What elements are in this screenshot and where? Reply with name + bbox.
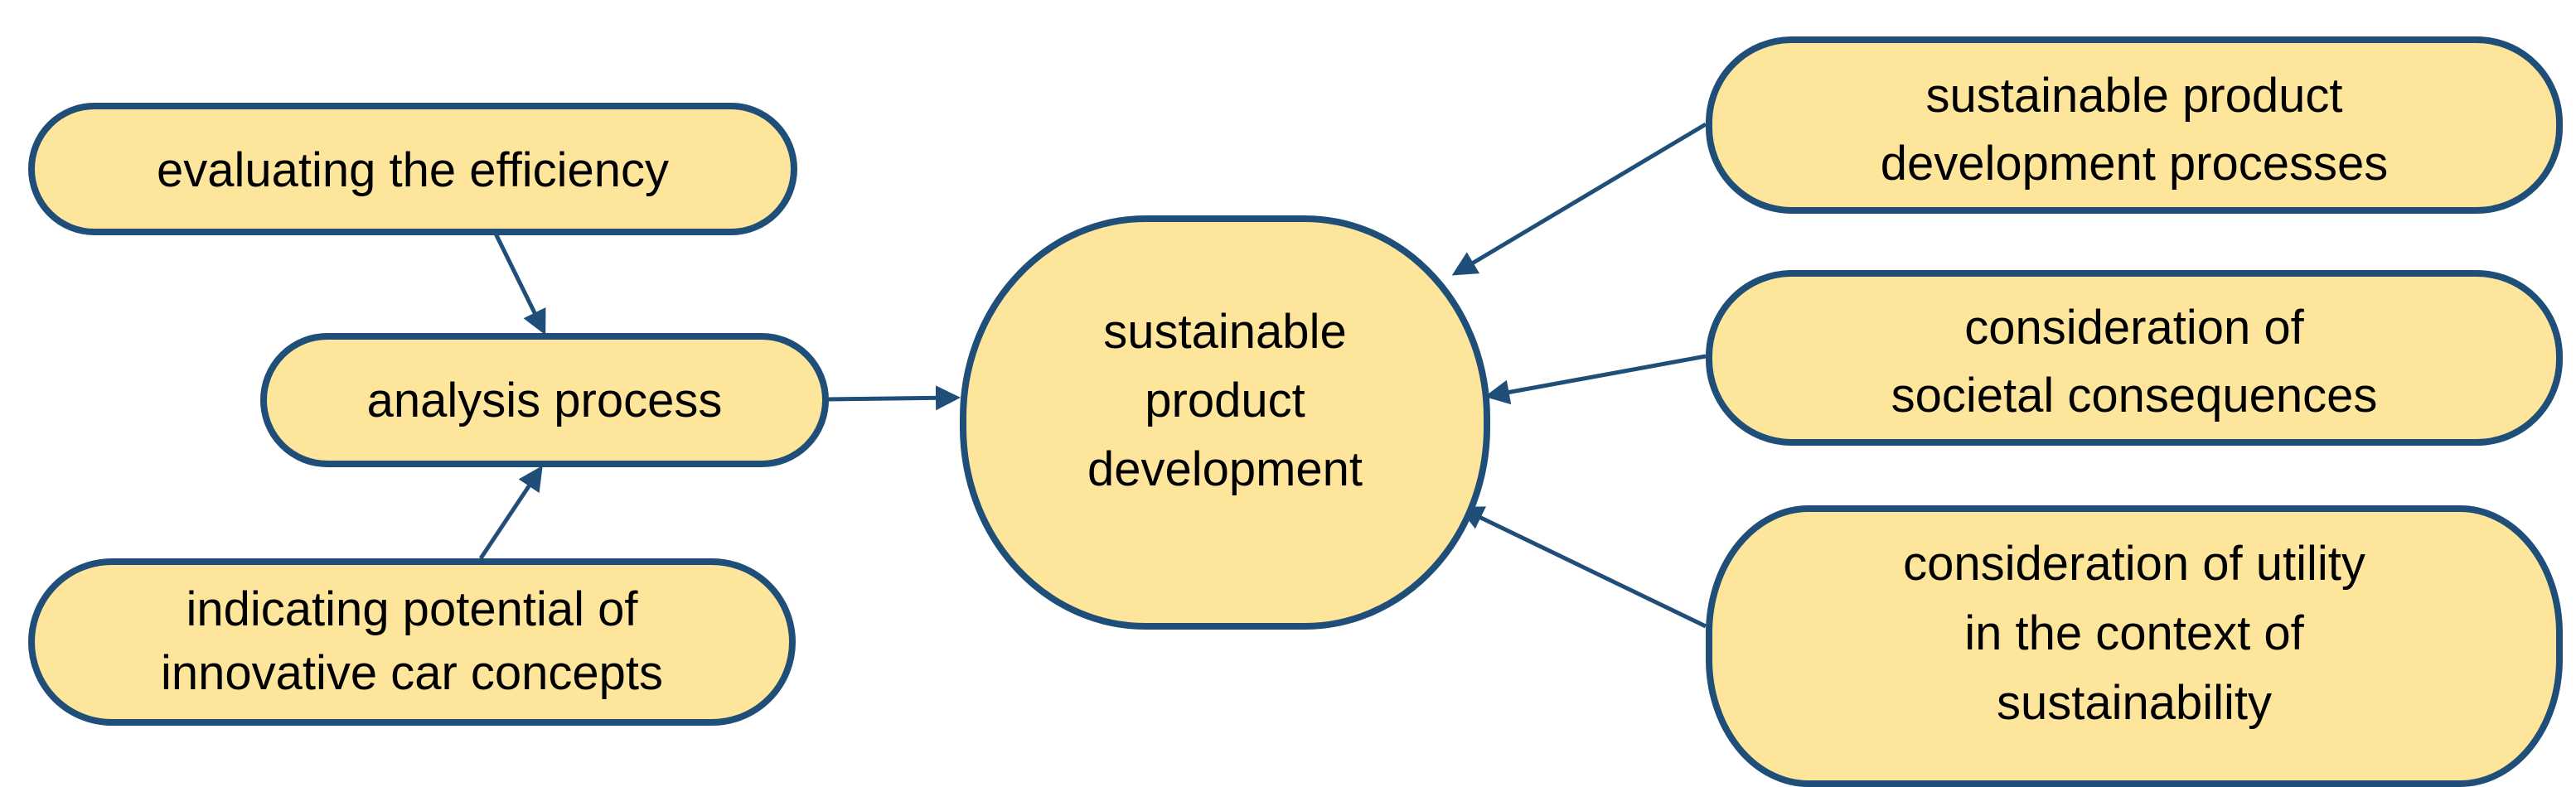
node-processes: sustainable product development processe… xyxy=(1706,36,2563,214)
edge-utility-to-central xyxy=(1458,506,1707,629)
edge-indicating-to-analysis xyxy=(478,465,543,560)
node-societal: consideration of societal consequences xyxy=(1706,270,2563,446)
node-central: sustainable product development xyxy=(960,215,1490,630)
node-label: evaluating the efficiency xyxy=(157,143,669,197)
edge-evaluating-to-analysis xyxy=(493,232,546,336)
node-label-line-3: sustainability xyxy=(1997,676,2272,730)
node-label-line-1: indicating potential of xyxy=(186,582,639,636)
node-utility: consideration of utility in the context … xyxy=(1706,505,2563,787)
node-label-line-1: sustainable xyxy=(1103,305,1346,359)
node-label-line-2: in the context of xyxy=(1964,606,2304,660)
node-label-line-2: societal consequences xyxy=(1891,369,2378,422)
edge-analysis-to-central xyxy=(826,385,961,411)
node-evaluating: evaluating the efficiency xyxy=(28,103,797,235)
node-label-line-2: development processes xyxy=(1881,137,2389,191)
edge-processes-to-central xyxy=(1451,122,1707,276)
node-label-line-2: product xyxy=(1145,374,1305,427)
node-label-line-2: innovative car concepts xyxy=(161,646,663,700)
node-label-line-1: sustainable product xyxy=(1926,69,2343,123)
edge-societal-to-central xyxy=(1484,354,1707,405)
node-label-line-1: consideration of utility xyxy=(1903,537,2365,591)
node-analysis: analysis process xyxy=(260,333,829,467)
edges xyxy=(478,122,1707,629)
node-label: analysis process xyxy=(367,374,723,427)
node-indicating: indicating potential of innovative car c… xyxy=(28,558,796,726)
node-label-line-1: consideration of xyxy=(1964,301,2304,355)
node-label-line-3: development xyxy=(1087,442,1363,496)
